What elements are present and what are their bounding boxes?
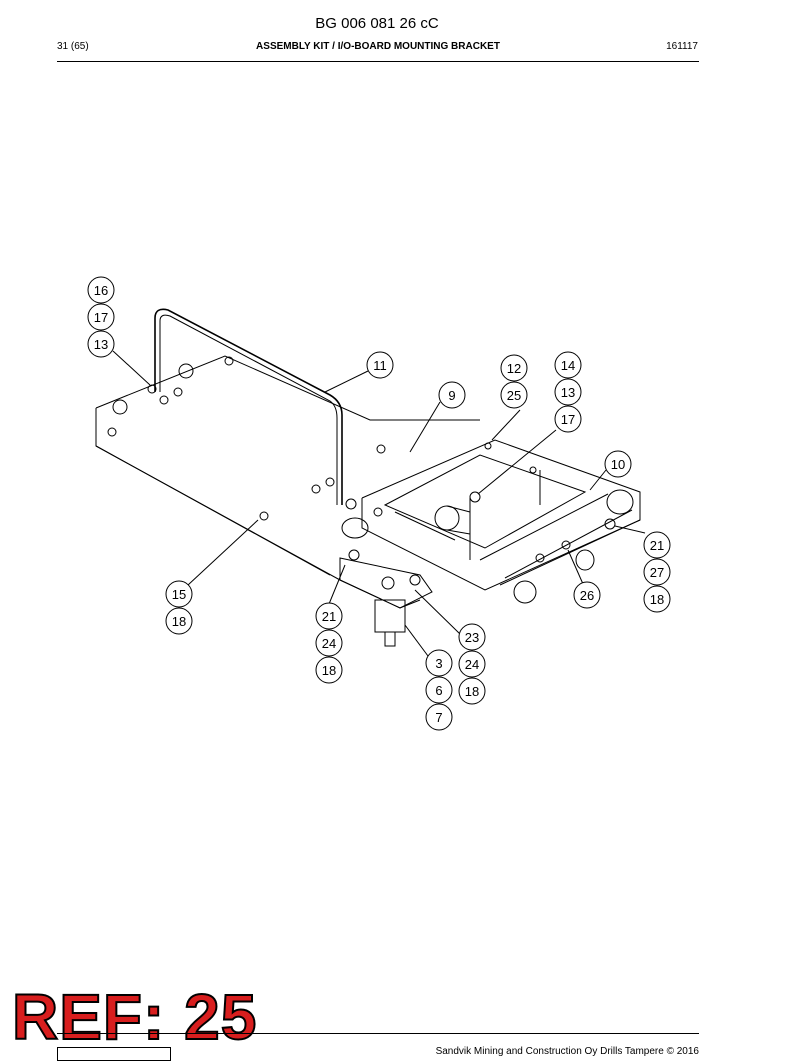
callout-21: 21: [643, 531, 671, 559]
bracket-drawing: [95, 308, 641, 647]
svg-text:25: 25: [507, 388, 521, 403]
svg-text:17: 17: [94, 310, 108, 325]
callout-14: 14: [554, 351, 582, 379]
svg-text:11: 11: [373, 358, 387, 373]
callout-24: 24: [315, 629, 343, 657]
svg-text:16: 16: [94, 283, 108, 298]
callout-18: 18: [315, 656, 343, 684]
callout-10: 10: [604, 450, 632, 478]
callout-15: 15: [165, 580, 193, 608]
svg-text:24: 24: [322, 636, 336, 651]
svg-text:12: 12: [507, 361, 521, 376]
date-code: 161117: [666, 41, 698, 52]
callout-12: 12: [500, 354, 528, 382]
document-code: BG 006 081 26 cC: [315, 15, 439, 32]
callout-26: 26: [573, 581, 601, 609]
callout-9: 9: [438, 381, 466, 409]
svg-text:18: 18: [465, 684, 479, 699]
svg-text:14: 14: [561, 358, 575, 373]
svg-text:18: 18: [650, 592, 664, 607]
callout-18: 18: [458, 677, 486, 705]
svg-text:15: 15: [172, 587, 186, 602]
svg-text:18: 18: [322, 663, 336, 678]
callout-13: 13: [87, 330, 115, 358]
callout-18: 18: [165, 607, 193, 635]
callout-27: 27: [643, 558, 671, 586]
page-number: 31 (65): [57, 41, 89, 52]
ref-stamp: REF: 25: [11, 980, 258, 1054]
sandvik-logo: [57, 1047, 171, 1061]
section-title: ASSEMBLY KIT / I/O-BOARD MOUNTING BRACKE…: [256, 41, 500, 52]
svg-text:7: 7: [435, 710, 442, 725]
callout-21: 21: [315, 602, 343, 630]
svg-text:3: 3: [435, 656, 442, 671]
copyright-text: Sandvik Mining and Construction Oy Drill…: [435, 1046, 699, 1057]
callout-16: 16: [87, 276, 115, 304]
svg-text:27: 27: [650, 565, 664, 580]
callout-balloons: 16 17 13 11 9 12 25 14 13 17 10 21 27 18…: [87, 276, 671, 731]
leader-lines: [112, 350, 646, 657]
svg-text:24: 24: [465, 657, 479, 672]
svg-text:6: 6: [435, 683, 442, 698]
svg-text:17: 17: [561, 412, 575, 427]
callout-23: 23: [458, 623, 486, 651]
callout-6: 6: [425, 676, 453, 704]
callout-3: 3: [425, 649, 453, 677]
callout-24: 24: [458, 650, 486, 678]
footer-rule: [57, 1033, 699, 1034]
svg-text:13: 13: [561, 385, 575, 400]
callout-17: 17: [554, 405, 582, 433]
callout-18: 18: [643, 585, 671, 613]
svg-text:18: 18: [172, 614, 186, 629]
svg-text:13: 13: [94, 337, 108, 352]
callout-17: 17: [87, 303, 115, 331]
header-rule: [57, 61, 699, 62]
callout-25: 25: [500, 381, 528, 409]
callout-7: 7: [425, 703, 453, 731]
callout-13: 13: [554, 378, 582, 406]
svg-text:21: 21: [650, 538, 664, 553]
svg-text:23: 23: [465, 630, 479, 645]
svg-text:21: 21: [322, 609, 336, 624]
svg-text:26: 26: [580, 588, 594, 603]
svg-text:9: 9: [448, 388, 455, 403]
svg-text:10: 10: [611, 457, 625, 472]
callout-11: 11: [366, 351, 394, 379]
